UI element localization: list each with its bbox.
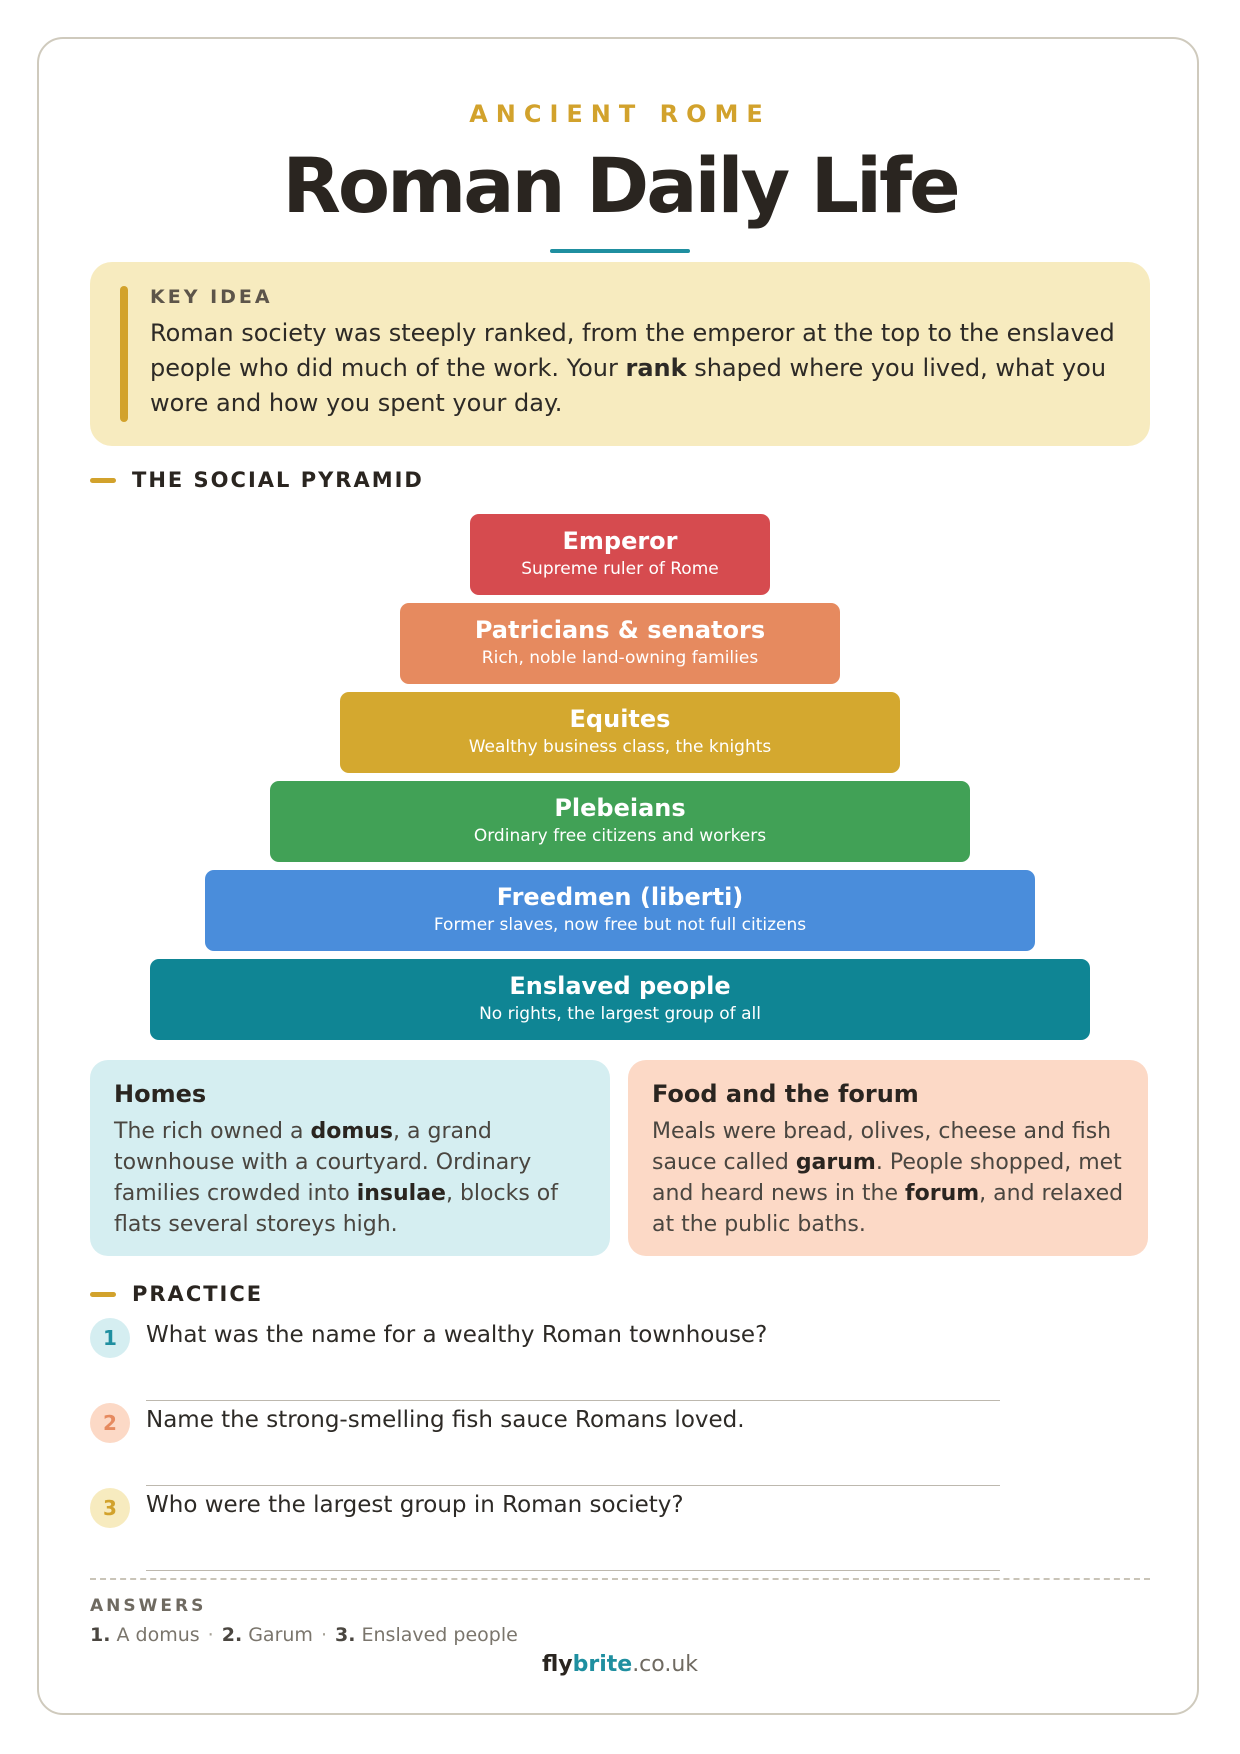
answer-number: 2.: [221, 1624, 243, 1646]
tier-desc: Wealthy business class, the knights: [468, 737, 772, 757]
title-underline: [550, 249, 690, 253]
card-title: Homes: [114, 1080, 207, 1108]
homes-card: Homes The rich owned a domus, a grand to…: [90, 1060, 610, 1256]
answer-separator: ·: [207, 1624, 214, 1646]
question-text: Name the strong-smelling fish sauce Roma…: [146, 1407, 745, 1433]
answer-text: Enslaved people: [355, 1624, 518, 1646]
tier-desc: Former slaves, now free but not full cit…: [433, 915, 807, 935]
answers-divider: [90, 1578, 1150, 1580]
tier-desc: Rich, noble land-owning families: [481, 648, 759, 668]
answer-number: 1.: [90, 1624, 111, 1646]
section-dash: [90, 1291, 116, 1297]
tier-name: Emperor: [562, 527, 678, 555]
pyramid-tier-patricians: Patricians & senators Rich, noble land-o…: [400, 603, 840, 684]
card-bold-term: insulae: [356, 1181, 446, 1206]
key-idea-box: [90, 262, 1150, 446]
answer-number: 3.: [335, 1624, 356, 1646]
tier-name: Enslaved people: [509, 972, 731, 1000]
food-forum-card: Food and the forum Meals were bread, oli…: [628, 1060, 1148, 1256]
card-text-part: . People shopped, met and heard news in …: [652, 1150, 1122, 1206]
section-dash: [90, 477, 116, 483]
answers-label: ANSWERS: [90, 1596, 207, 1616]
section-heading-text: THE SOCIAL PYRAMID: [132, 468, 424, 492]
brand-logo[interactable]: flybrite.co.uk: [0, 1652, 1240, 1677]
answer-separator: ·: [320, 1624, 327, 1646]
pyramid-tier-equites: Equites Wealthy business class, the knig…: [340, 692, 900, 773]
eyebrow: ANCIENT ROME: [469, 100, 771, 128]
page-frame: [37, 37, 1199, 1715]
card-bold-term: forum: [905, 1181, 980, 1206]
pyramid-tier-plebeians: Plebeians Ordinary free citizens and wor…: [270, 781, 970, 862]
answer-line[interactable]: [146, 1485, 1000, 1486]
tier-name: Plebeians: [554, 794, 686, 822]
key-idea-text-part: Roman society was steeply ranked, from t…: [150, 319, 1115, 382]
card-text-part: Meals were bread, olives, cheese and fis…: [652, 1119, 1112, 1175]
key-idea-text: Roman society was steeply ranked, from t…: [150, 316, 1125, 421]
section-heading-pyramid: THE SOCIAL PYRAMID: [90, 468, 424, 492]
section-heading-practice: PRACTICE: [90, 1282, 263, 1306]
key-idea-accent-bar: [120, 286, 128, 422]
brand-part: .co.uk: [632, 1652, 699, 1677]
tier-name: Freedmen (liberti): [496, 883, 744, 911]
question-text: Who were the largest group in Roman soci…: [146, 1492, 684, 1518]
answer-line[interactable]: [146, 1570, 1000, 1571]
question-text: What was the name for a wealthy Roman to…: [146, 1322, 768, 1348]
tier-name: Patricians & senators: [474, 616, 766, 644]
pyramid-tier-freedmen: Freedmen (liberti) Former slaves, now fr…: [205, 870, 1035, 951]
pyramid-tier-emperor: Emperor Supreme ruler of Rome: [470, 514, 770, 595]
question-number-badge: 2: [90, 1403, 130, 1443]
card-text-part: , blocks of flats several storeys high.: [114, 1181, 558, 1237]
tier-name: Equites: [569, 705, 671, 733]
card-text-part: The rich owned a: [114, 1119, 311, 1144]
brand-part: fly: [541, 1652, 573, 1677]
tier-desc: No rights, the largest group of all: [479, 1004, 761, 1024]
key-idea-bold-word: rank: [625, 354, 687, 382]
page-title: Roman Daily Life: [282, 141, 960, 230]
brand-part: brite: [572, 1652, 633, 1677]
pyramid-tier-enslaved: Enslaved people No rights, the largest g…: [150, 959, 1090, 1040]
card-title: Food and the forum: [652, 1080, 919, 1108]
key-idea-label: KEY IDEA: [150, 286, 273, 308]
answers-list: 1. A domus · 2. Garum · 3. Enslaved people: [90, 1624, 518, 1646]
answer-text: Garum: [242, 1624, 313, 1646]
card-text: The rich owned a domus, a grand townhous…: [114, 1116, 586, 1240]
card-bold-term: garum: [795, 1150, 876, 1175]
tier-desc: Ordinary free citizens and workers: [473, 826, 767, 846]
card-text-part: , and relaxed at the public baths.: [652, 1181, 1124, 1237]
answer-text: A domus: [110, 1624, 200, 1646]
card-bold-term: domus: [310, 1119, 394, 1144]
section-heading-text: PRACTICE: [132, 1282, 264, 1306]
card-text-part: , a grand townhouse with a courtyard. Or…: [114, 1119, 532, 1206]
answer-line[interactable]: [146, 1400, 1000, 1401]
card-text: Meals were bread, olives, cheese and fis…: [652, 1116, 1124, 1240]
tier-desc: Supreme ruler of Rome: [521, 559, 719, 579]
question-number-badge: 3: [90, 1488, 130, 1528]
question-number-badge: 1: [90, 1318, 130, 1358]
key-idea-text-part: shaped where you lived, what you wore an…: [150, 354, 1107, 417]
